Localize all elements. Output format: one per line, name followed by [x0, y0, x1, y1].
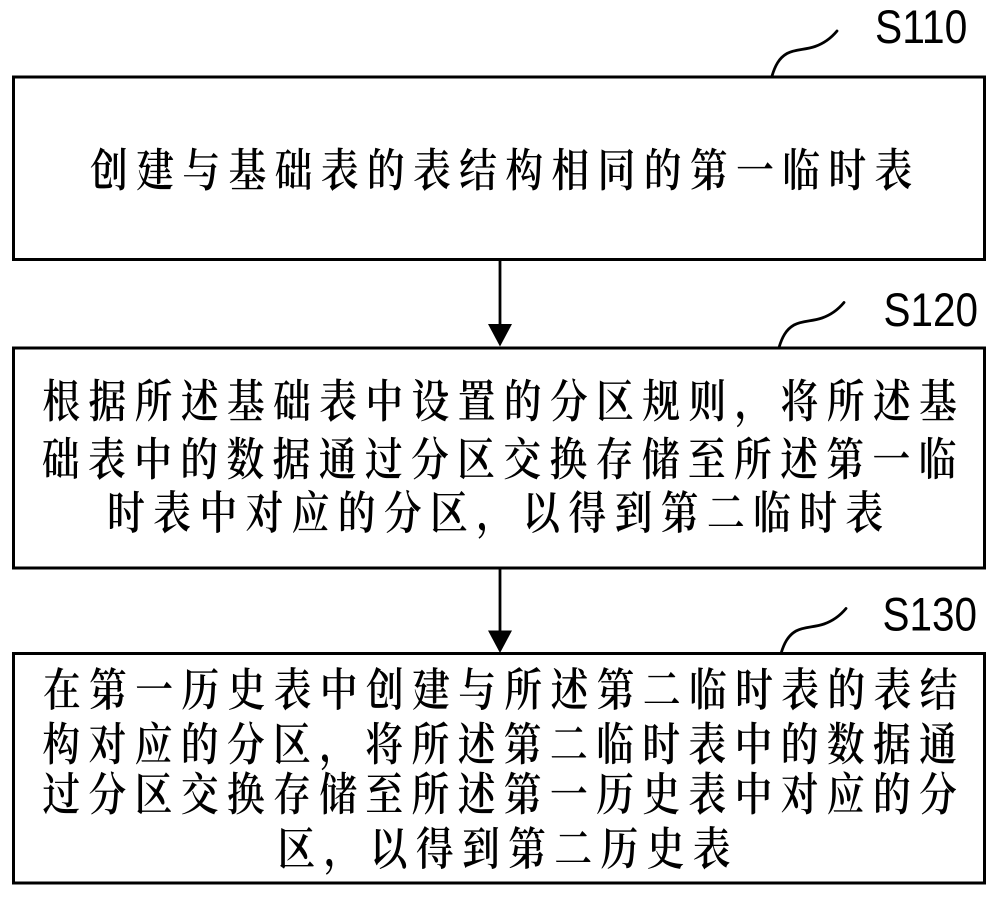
svg-text:S130: S130	[883, 588, 978, 641]
svg-text:S110: S110	[875, 0, 967, 53]
svg-text:S120: S120	[884, 283, 979, 336]
